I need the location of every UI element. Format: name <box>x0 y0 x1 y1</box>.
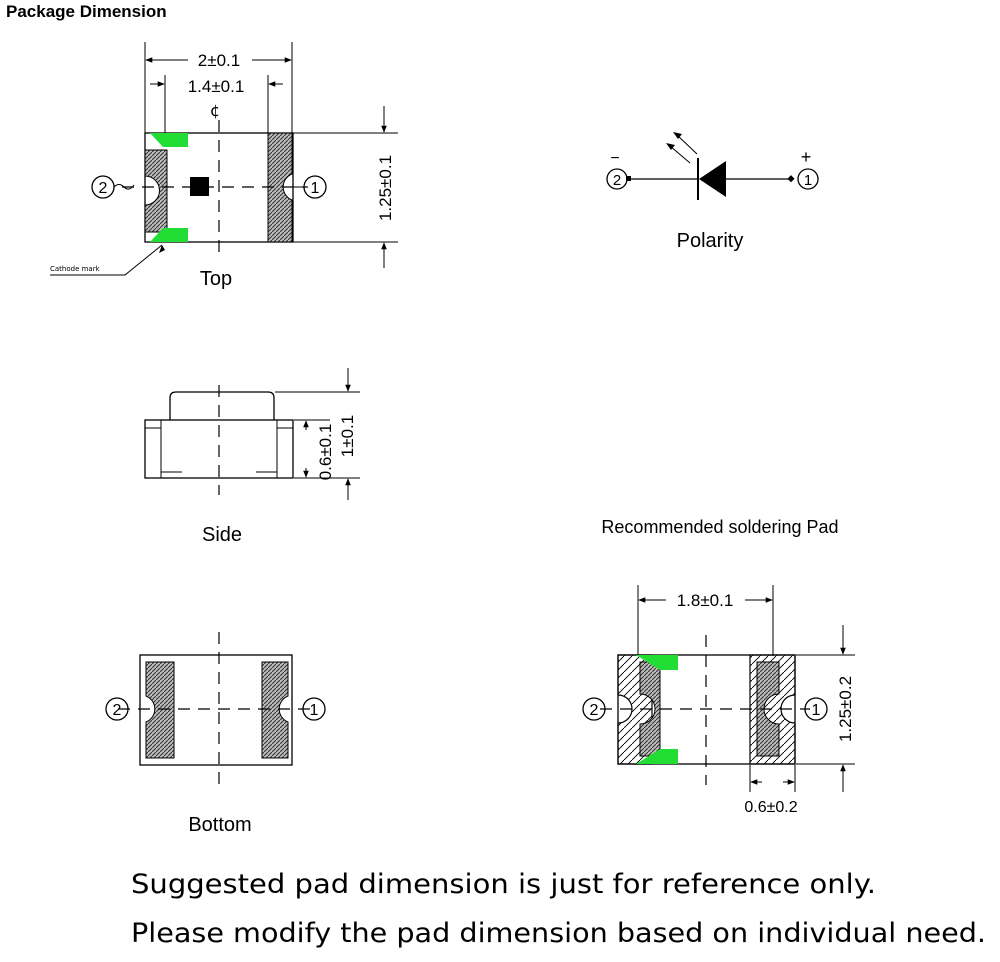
top-height-label: 1.25±0.1 <box>376 155 395 221</box>
bottom-view: 2 1 Bottom <box>105 632 326 836</box>
pad-cathode-mark-top <box>636 655 678 670</box>
polarity-pin2: 2 <box>613 172 621 189</box>
bottom-right-pad <box>261 661 289 759</box>
pad-cathode-mark-bottom <box>636 749 678 764</box>
pad-width-label: 1.8±0.1 <box>677 591 734 610</box>
top-width-label: 2±0.1 <box>198 51 240 70</box>
note-line-2: Please modify the pad dimension based on… <box>131 918 986 949</box>
polarity-label: Polarity <box>677 230 744 252</box>
pad-height-label: 1.25±0.2 <box>836 676 855 742</box>
top-left-terminal <box>144 149 168 233</box>
side-lens <box>169 391 275 420</box>
pad-pin2: 2 <box>590 702 599 719</box>
cathode-mark-label: Cathode mark <box>50 265 101 273</box>
note-line-1: Suggested pad dimension is just for refe… <box>131 869 876 900</box>
pad-pin1: 1 <box>812 702 821 719</box>
svg-text:1: 1 <box>311 180 320 197</box>
top-view: 2±0.1 1.4±0.1 ¢ 2 1 <box>50 42 398 290</box>
top-pin2-marker: 2 <box>91 175 135 199</box>
side-height-2-label: 1±0.1 <box>338 415 357 457</box>
bottom-left-pad <box>145 661 175 759</box>
cathode-mark-callout: Cathode mark <box>50 244 165 276</box>
diode-triangle <box>699 161 726 197</box>
top-pin1-marker: 1 <box>292 175 327 199</box>
top-view-label: Top <box>200 268 232 290</box>
svg-text:2: 2 <box>99 180 108 197</box>
polarity-pin1: 1 <box>804 172 812 189</box>
cathode-mark-top <box>150 133 188 147</box>
side-view: 0.6±0.1 1±0.1 Side <box>144 368 360 546</box>
cathode-mark-bottom <box>150 228 188 242</box>
polarity-plus: + <box>801 147 812 167</box>
centerline-mark: ¢ <box>210 101 220 120</box>
top-inner-width-dimension: 1.4±0.1 ¢ <box>150 77 283 120</box>
pad-land-label: 0.6±0.2 <box>744 799 797 816</box>
soldering-pad-view: Recommended soldering Pad 1.8±0.1 2 1 1.… <box>582 517 855 816</box>
led-chip <box>190 177 209 196</box>
polarity-symbol: 2 − 1 + Polarity <box>606 132 819 252</box>
top-right-terminal <box>267 132 293 243</box>
page-title: Package Dimension <box>6 2 167 21</box>
side-view-label: Side <box>202 524 242 546</box>
bottom-pin2: 2 <box>113 702 122 719</box>
polarity-minus: − <box>610 150 619 167</box>
top-inner-width-label: 1.4±0.1 <box>188 77 245 96</box>
top-height-dimension: 1.25±0.1 <box>293 106 398 268</box>
top-width-dimension: 2±0.1 <box>145 51 292 70</box>
bottom-pin1: 1 <box>310 702 319 719</box>
notes: Suggested pad dimension is just for refe… <box>131 869 986 949</box>
side-height-1-label: 0.6±0.1 <box>316 424 335 481</box>
bottom-view-label: Bottom <box>188 814 251 836</box>
bottom-body <box>139 654 293 766</box>
pad-title: Recommended soldering Pad <box>601 517 838 537</box>
